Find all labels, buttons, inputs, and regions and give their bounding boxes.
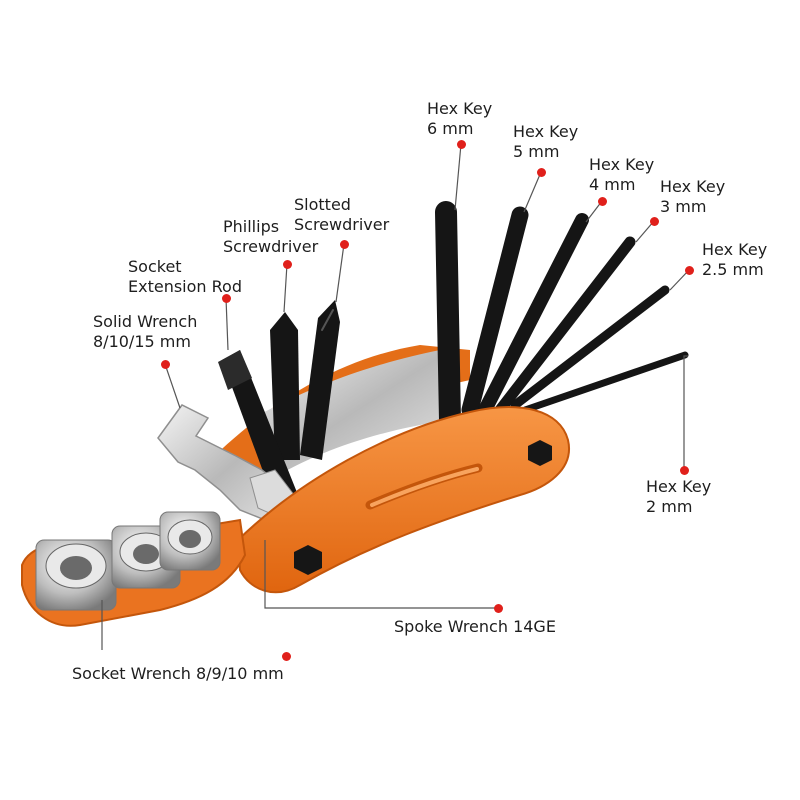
- marker-phillips-screwdriver: [283, 260, 292, 269]
- marker-solid-wrench: [161, 360, 170, 369]
- hex-key-set: [435, 201, 689, 431]
- socket-set: [35, 511, 221, 611]
- pivot-bolt-left: [294, 545, 322, 575]
- front-orange-body: [236, 406, 571, 594]
- marker-socket-wrench: [282, 652, 291, 661]
- marker-hex-key-6mm: [457, 140, 466, 149]
- label-socket-wrench: Socket Wrench 8/9/10 mm: [72, 664, 284, 683]
- phillips-screwdriver-shaft: [270, 312, 300, 460]
- pivot-bolt-right: [528, 440, 552, 466]
- marker-hex-key-2mm: [680, 466, 689, 475]
- hex-key-6mm-shaft: [435, 201, 461, 431]
- socket-extension-rod-shape: [222, 350, 300, 512]
- marker-slotted-screwdriver: [340, 240, 349, 249]
- hex-key-4mm-shaft: [478, 213, 589, 417]
- hex-key-5mm-shaft: [461, 206, 529, 419]
- label-spoke-wrench: Spoke Wrench 14GE: [394, 617, 556, 636]
- screwdriver-bits: [270, 300, 340, 460]
- marker-hex-key-5mm: [537, 168, 546, 177]
- marker-socket-extension-rod: [222, 294, 231, 303]
- hex-key-3mm-shaft: [494, 236, 636, 416]
- marker-hex-key-4mm: [598, 197, 607, 206]
- slotted-screwdriver-shaft: [300, 300, 340, 460]
- marker-spoke-wrench: [494, 604, 503, 613]
- marker-hex-key-2-5mm: [685, 266, 694, 275]
- marker-hex-key-3mm: [650, 217, 659, 226]
- steel-spacer-plate: [250, 350, 450, 480]
- hex-key-2-5mm-shaft: [510, 285, 670, 410]
- hex-key-2mm-shaft: [521, 351, 689, 414]
- leader-lines: [101, 143, 690, 650]
